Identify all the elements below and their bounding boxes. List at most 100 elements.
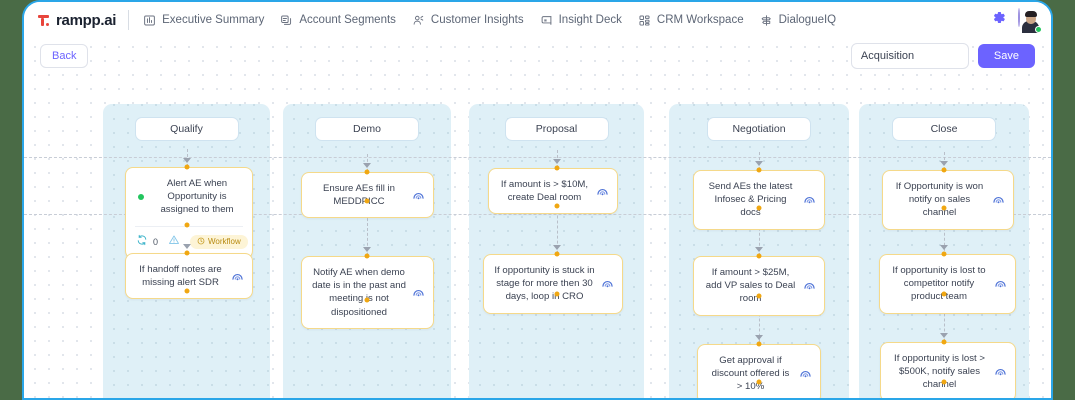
ai-node-icon[interactable] — [412, 189, 425, 202]
signpost-icon — [760, 14, 773, 27]
automation-card[interactable]: Send AEs the latest Infosec & Pricing do… — [693, 170, 825, 230]
connector-dot-top[interactable] — [756, 253, 762, 259]
card-body: Send AEs the latest Infosec & Pricing do… — [694, 171, 824, 229]
cycle-count[interactable]: 0 — [136, 233, 158, 251]
stage-header-demo[interactable]: Demo — [315, 117, 419, 141]
stage-header-close[interactable]: Close — [892, 117, 996, 141]
connector-dot-bottom[interactable] — [364, 198, 370, 204]
automation-card[interactable]: Ensure AEs fill in MEDDPICC — [301, 172, 434, 219]
nav-item-account-segments[interactable]: Account Segments — [280, 14, 396, 27]
automation-card[interactable]: If Opportunity is won notify on sales ch… — [882, 170, 1014, 230]
automation-card[interactable]: If opportunity is lost > $500K, notify s… — [880, 342, 1016, 398]
ai-node-icon[interactable] — [601, 277, 614, 290]
card-text: If Opportunity is won notify on sales ch… — [895, 181, 984, 219]
gear-icon[interactable] — [990, 9, 1007, 31]
automation-card[interactable]: If handoff notes are missing alert SDR — [125, 253, 253, 300]
nav-label: Account Segments — [299, 14, 396, 26]
nav-item-executive-summary[interactable]: Executive Summary — [143, 14, 264, 27]
users-group-icon — [412, 14, 425, 27]
ai-node-icon[interactable] — [799, 367, 812, 380]
status-badge-label: Workflow — [208, 237, 241, 247]
status-online-indicator — [1035, 25, 1042, 33]
brand-name: rampp.ai — [56, 11, 117, 29]
connector-dot-top[interactable] — [756, 167, 762, 173]
connector-arrow — [182, 244, 191, 249]
connector-dot-top[interactable] — [756, 341, 762, 347]
card-body: If amount > $25M, add VP sales to Deal r… — [694, 257, 824, 315]
card-text: Notify AE when demo date is in the past … — [312, 267, 406, 318]
connector-dot-bottom[interactable] — [554, 291, 559, 297]
connector-dot-top[interactable] — [184, 250, 189, 256]
ai-node-icon[interactable] — [412, 286, 425, 299]
ai-screen-icon — [540, 14, 553, 27]
connector-dot-bottom[interactable] — [756, 205, 762, 211]
ai-node-icon[interactable] — [231, 270, 244, 283]
card-body: Notify AE when demo date is in the past … — [302, 257, 433, 328]
nav-item-customer-insights[interactable]: Customer Insights — [412, 14, 524, 27]
card-body: If amount is > $10M, create Deal room — [489, 169, 617, 213]
ai-node-icon[interactable] — [994, 365, 1007, 378]
connector-dot-bottom[interactable] — [756, 293, 762, 299]
avatar-image — [1018, 7, 1037, 27]
connector-dot-top[interactable] — [941, 167, 947, 173]
card-text: If opportunity is stuck in stage for mor… — [494, 265, 595, 303]
connector-rail — [24, 214, 1051, 215]
connector-dot-top[interactable] — [554, 251, 559, 257]
connector-dot-bottom[interactable] — [756, 379, 762, 385]
automation-card[interactable]: If opportunity is stuck in stage for mor… — [483, 254, 623, 314]
save-button[interactable]: Save — [977, 44, 1035, 68]
pipeline-name-input[interactable] — [850, 43, 969, 69]
card-body: Ensure AEs fill in MEDDPICC — [302, 173, 433, 217]
nav-item-dialogueiq[interactable]: DialogueIQ — [760, 14, 837, 27]
connector-dot-bottom[interactable] — [941, 205, 947, 211]
connector-dot-top[interactable] — [184, 164, 189, 170]
connector-dot-bottom[interactable] — [554, 203, 559, 209]
connector-dot-top[interactable] — [554, 165, 559, 171]
connector-dot-bottom[interactable] — [941, 291, 947, 297]
rampp-logo-icon — [38, 14, 51, 27]
connector-dot-bottom[interactable] — [184, 222, 189, 228]
card-body: If Opportunity is won notify on sales ch… — [883, 171, 1013, 229]
stage-header-proposal[interactable]: Proposal — [504, 117, 609, 141]
ai-node-icon[interactable] — [803, 279, 816, 292]
connector-dot-bottom[interactable] — [364, 297, 370, 303]
connector-dot-top[interactable] — [941, 339, 947, 345]
connector-dot-bottom[interactable] — [941, 379, 947, 385]
connector-dot-top[interactable] — [941, 251, 947, 257]
card-body: If handoff notes are missing alert SDR — [126, 254, 252, 298]
nav-item-insight-deck[interactable]: Insight Deck — [540, 14, 622, 27]
nav-label: Insight Deck — [558, 14, 622, 26]
ai-node-icon[interactable] — [803, 193, 816, 206]
connector-arrow — [363, 163, 371, 168]
ai-node-icon[interactable] — [596, 185, 609, 198]
grid-blocks-icon — [638, 14, 651, 27]
automation-card[interactable]: If amount is > $10M, create Deal room — [488, 168, 618, 215]
clock-icon — [197, 237, 205, 247]
connector-dot-top[interactable] — [364, 253, 370, 259]
back-button[interactable]: Back — [40, 44, 89, 68]
toolbar: Back Save — [24, 38, 1051, 74]
connector-dot-top[interactable] — [364, 169, 370, 175]
card-text: If opportunity is lost > $500K, notify s… — [894, 353, 985, 391]
connector-dot-bottom[interactable] — [184, 288, 189, 294]
automation-card[interactable]: If opportunity is lost to competitor not… — [879, 254, 1016, 314]
card-footer: 0 Workflow — [126, 227, 252, 258]
app-window: rampp.ai Executive Summary — [22, 0, 1053, 400]
automation-card[interactable]: Get approval if discount offered is > 10… — [697, 344, 821, 398]
stage-header-negotiation[interactable]: Negotiation — [707, 117, 811, 141]
card-body: If opportunity is lost to competitor not… — [880, 255, 1015, 313]
warning-triangle-icon[interactable] — [168, 233, 180, 251]
ai-node-icon[interactable] — [994, 277, 1007, 290]
brand-logo[interactable]: rampp.ai — [38, 12, 116, 29]
avatar[interactable] — [1018, 7, 1042, 33]
connector-arrow — [940, 245, 948, 250]
nav-label: DialogueIQ — [778, 14, 837, 26]
connector-arrow — [940, 161, 948, 166]
ai-node-icon[interactable] — [992, 193, 1005, 206]
automation-card[interactable]: Alert AE when Opportunity is assigned to… — [125, 167, 253, 259]
automation-card[interactable]: Notify AE when demo date is in the past … — [301, 256, 434, 329]
nav-item-crm-workspace[interactable]: CRM Workspace — [638, 14, 744, 27]
stage-header-qualify[interactable]: Qualify — [134, 117, 239, 141]
automation-card[interactable]: If amount > $25M, add VP sales to Deal r… — [693, 256, 825, 316]
